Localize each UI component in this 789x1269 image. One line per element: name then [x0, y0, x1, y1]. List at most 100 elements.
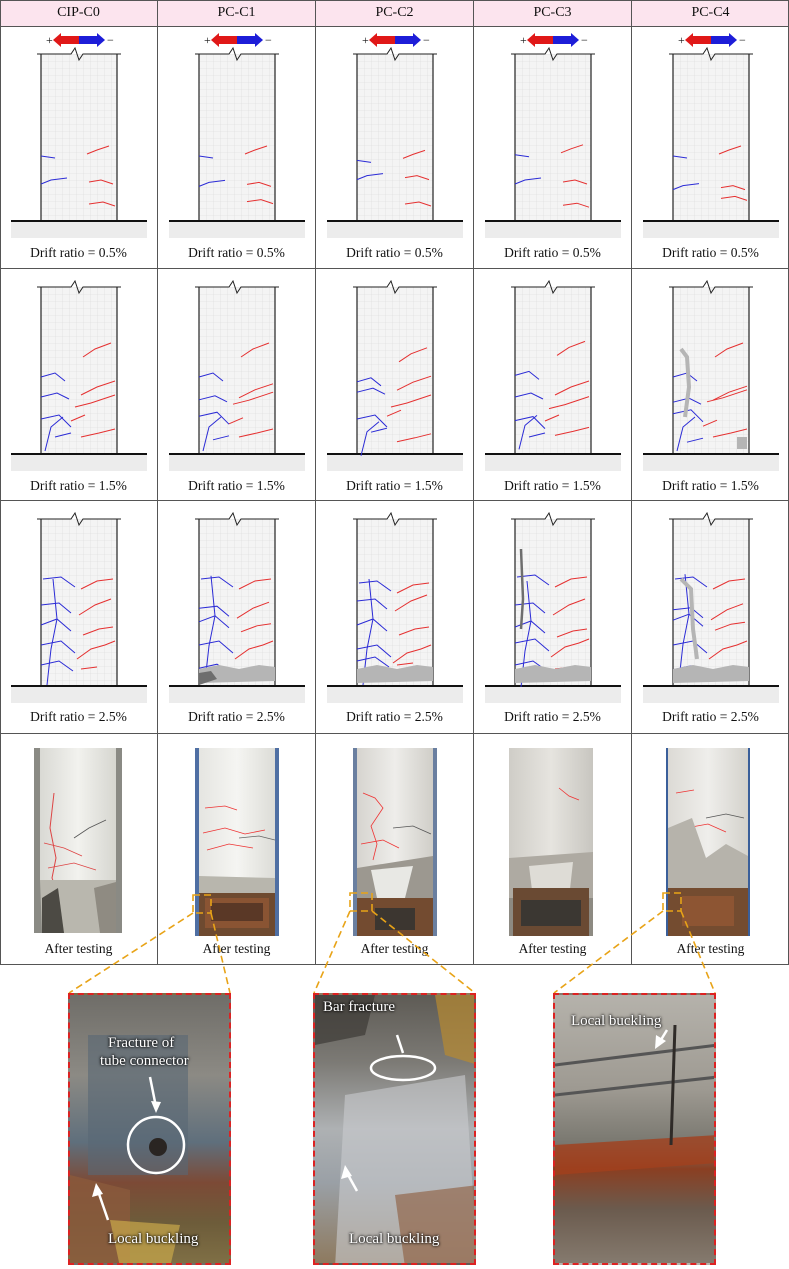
crack-line-pull: [674, 576, 708, 588]
caption-pc-c3-r4: After testing: [518, 941, 587, 956]
spalling-region: [679, 577, 699, 660]
crack-line-pull: [40, 155, 56, 159]
crack-line-pull: [672, 409, 704, 423]
crack-line-pull: [356, 377, 382, 387]
photo-pc-c4: [666, 748, 750, 936]
specimen-pc-c2-row2: [326, 280, 464, 472]
crack-line-push: [396, 375, 432, 391]
crack-line-pull: [514, 370, 540, 380]
specimen-pc-c3-row2: [484, 280, 622, 472]
crack-line-push: [82, 626, 114, 636]
crack-line-pull: [672, 183, 700, 191]
spalling-region: [515, 665, 591, 683]
detail-photo-pc-c2: Bar fracture Local buckling: [313, 993, 476, 1265]
crack-line-push: [556, 628, 588, 638]
crack-line-pull: [514, 177, 542, 185]
crack-line-push: [80, 666, 98, 670]
caption-pc-c3-r2: Drift ratio = 1.5%: [504, 478, 601, 493]
crack-line-push: [240, 623, 272, 633]
specimen-pc-c2-row3: [326, 512, 464, 704]
caption-pc-c2-r2: Drift ratio = 1.5%: [346, 478, 443, 493]
caption-cip-c0-r1: Drift ratio = 0.5%: [30, 245, 127, 260]
crack-line-pull: [198, 640, 234, 654]
crack-line-push: [240, 342, 270, 358]
crack-line-push: [714, 621, 746, 631]
crack-line-pull: [198, 605, 230, 617]
crack-line-push: [396, 582, 430, 594]
specimen-pc-c1-row3: [168, 512, 306, 704]
crack-line-pull: [360, 421, 380, 456]
crack-line-push: [80, 578, 114, 590]
crack-line-push: [404, 201, 432, 207]
crack-line-push: [80, 380, 116, 396]
spalling-region: [357, 665, 433, 683]
specimen-pc-c3-row3: [484, 512, 622, 704]
crack-line-push: [70, 414, 86, 422]
crack-line-push: [396, 433, 432, 443]
specimen-pc-c2-row1: [326, 33, 464, 239]
crack-line-push: [402, 149, 426, 159]
spalling-region: [199, 665, 275, 683]
crack-line-pull: [40, 392, 70, 400]
column-header-pc-c3: PC-C3: [474, 0, 631, 26]
crack-line-push: [554, 426, 590, 436]
specimen-cip-c0-row1: [10, 33, 148, 239]
caption-pc-c2-r3: Drift ratio = 2.5%: [346, 709, 443, 724]
crack-line-pull: [356, 598, 388, 610]
crack-line-pull: [370, 427, 388, 433]
spalling-region: [199, 671, 217, 685]
crack-line-push: [706, 389, 748, 403]
specimen-pc-c4-row3: [642, 512, 780, 704]
caption-pc-c4-r2: Drift ratio = 1.5%: [662, 478, 759, 493]
crack-line-push: [556, 340, 586, 356]
spalling-region: [679, 347, 692, 418]
crack-line-push: [714, 342, 744, 358]
crack-line-pull: [358, 580, 392, 592]
crack-line-pull: [678, 574, 690, 681]
crack-line-pull: [514, 602, 546, 614]
crack-line-push: [86, 145, 110, 155]
crack-line-pull: [40, 602, 72, 614]
crack-line-push: [712, 578, 746, 590]
crack-line-pull: [518, 415, 538, 450]
crack-line-pull: [356, 644, 392, 658]
crack-line-pull: [40, 372, 66, 382]
crack-line-pull: [356, 414, 388, 428]
crack-line-pull: [686, 437, 704, 443]
crack-line-pull: [44, 416, 64, 452]
crack-line-push: [236, 601, 270, 619]
crack-line-push: [246, 181, 272, 187]
caption-cip-c0-r3: Drift ratio = 2.5%: [30, 709, 127, 724]
label-fracture-line1: Fracture of: [108, 1035, 175, 1051]
crack-line-push: [246, 199, 274, 205]
crack-line-push: [76, 640, 116, 660]
crack-line-pull: [40, 660, 74, 672]
caption-pc-c2-r4: After testing: [360, 941, 429, 956]
caption-pc-c1-r2: Drift ratio = 1.5%: [188, 478, 285, 493]
crack-line-push: [386, 409, 402, 417]
crack-line-push: [554, 380, 590, 396]
crack-line-pull: [528, 432, 546, 438]
crack-line-pull: [54, 432, 72, 438]
crack-line-push: [550, 638, 590, 658]
crack-line-push: [702, 419, 718, 427]
caption-pc-c3-r1: Drift ratio = 0.5%: [504, 245, 601, 260]
specimen-pc-c3-row1: [484, 33, 622, 239]
crack-line-pull: [198, 179, 226, 187]
crack-line-push: [544, 414, 560, 422]
crack-line-push: [396, 662, 414, 666]
crack-line-push: [390, 394, 432, 408]
crack-line-pull: [514, 154, 530, 158]
label-local-buckling-c4: Local buckling: [571, 1013, 662, 1029]
crack-line-pull: [676, 416, 696, 452]
crack-line-pull: [200, 576, 234, 588]
crack-line-push: [82, 342, 112, 358]
crack-line-pull: [356, 656, 390, 668]
crack-line-push: [238, 578, 272, 590]
detail-photo-pc-c4: Local buckling: [553, 993, 716, 1265]
column-header-pc-c2: PC-C2: [316, 0, 473, 26]
crack-line-push: [398, 626, 430, 636]
caption-cip-c0-r2: Drift ratio = 1.5%: [30, 478, 127, 493]
specimen-pc-c1-row2: [168, 280, 306, 472]
